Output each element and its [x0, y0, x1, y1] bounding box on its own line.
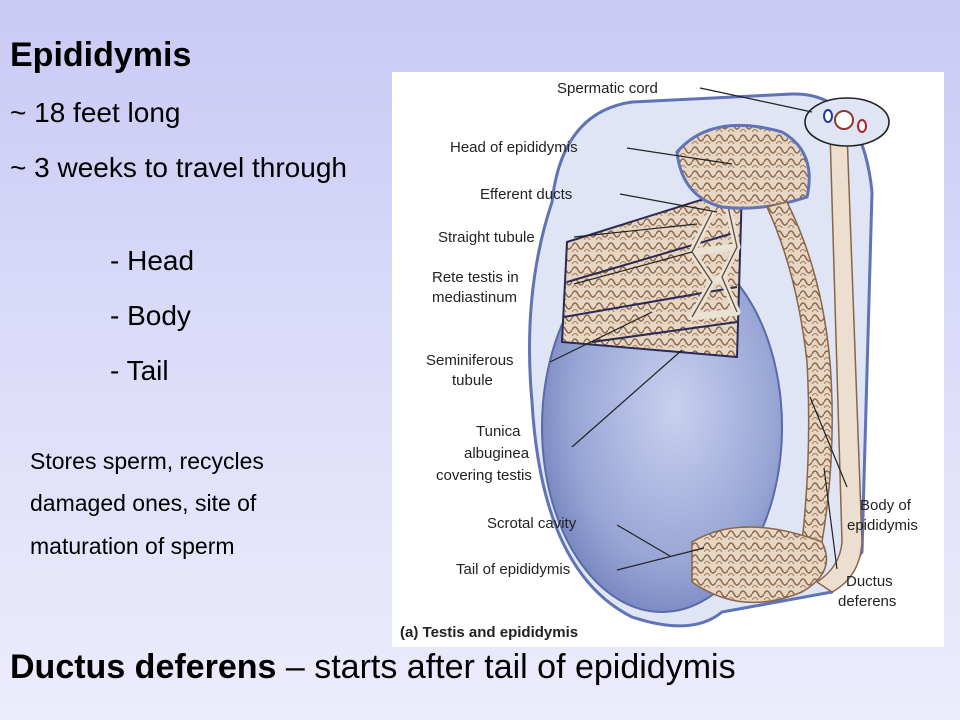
fact-length: ~ 18 feet long [10, 97, 181, 128]
epididymis-head [675, 123, 811, 210]
caption-prefix: (a) [400, 624, 418, 641]
figure-caption: (a) Testis and epididymis [400, 624, 578, 641]
label-tunica-line1: Tunica [476, 423, 521, 440]
label-rete-testis-line2: mediastinum [432, 289, 517, 306]
label-seminiferous-line1: Seminiferous [426, 352, 514, 369]
label-ductus-line2: deferens [838, 593, 896, 610]
ductus-deferens [815, 131, 863, 593]
slide-title: Epididymis [10, 36, 192, 74]
note-line-3: maturation of sperm [30, 533, 235, 559]
label-scrotal-cavity: Scrotal cavity [487, 515, 577, 532]
label-efferent-ducts: Efferent ducts [480, 186, 572, 203]
diagram-svg: Spermatic cord Head of epididymis Effere… [400, 80, 918, 641]
label-ductus-line1: Ductus [846, 573, 893, 590]
fact-travel-time: ~ 3 weeks to travel through [10, 152, 347, 183]
note-line-2: damaged ones, site of [30, 490, 257, 516]
label-spermatic-cord: Spermatic cord [557, 80, 658, 97]
label-tunica-line3: covering testis [436, 467, 532, 484]
caption-text: Testis and epididymis [423, 624, 579, 641]
part-body: - Body [110, 300, 191, 331]
ductus-deferens-description: – starts after tail of epididymis [276, 648, 736, 686]
ductus-deferens-term: Ductus deferens [10, 648, 277, 686]
part-head: - Head [110, 245, 195, 276]
label-body-line1: Body of [860, 497, 912, 514]
label-tunica-line2: albuginea [464, 445, 530, 462]
epididymis-tail [691, 526, 828, 604]
ductus-deferens-note: Ductus deferens – starts after tail of e… [10, 648, 736, 687]
note-line-1: Stores sperm, recycles [30, 448, 264, 474]
label-tail-of-epididymis: Tail of epididymis [456, 561, 570, 578]
epididymis-diagram: Spermatic cord Head of epididymis Effere… [392, 72, 944, 647]
label-straight-tubule: Straight tubule [438, 229, 535, 246]
label-rete-testis-line1: Rete testis in [432, 269, 519, 286]
label-body-line2: epididymis [847, 517, 918, 534]
label-seminiferous-line2: tubule [452, 372, 493, 389]
part-tail: - Tail [110, 355, 169, 386]
label-head-of-epididymis: Head of epididymis [450, 139, 578, 156]
